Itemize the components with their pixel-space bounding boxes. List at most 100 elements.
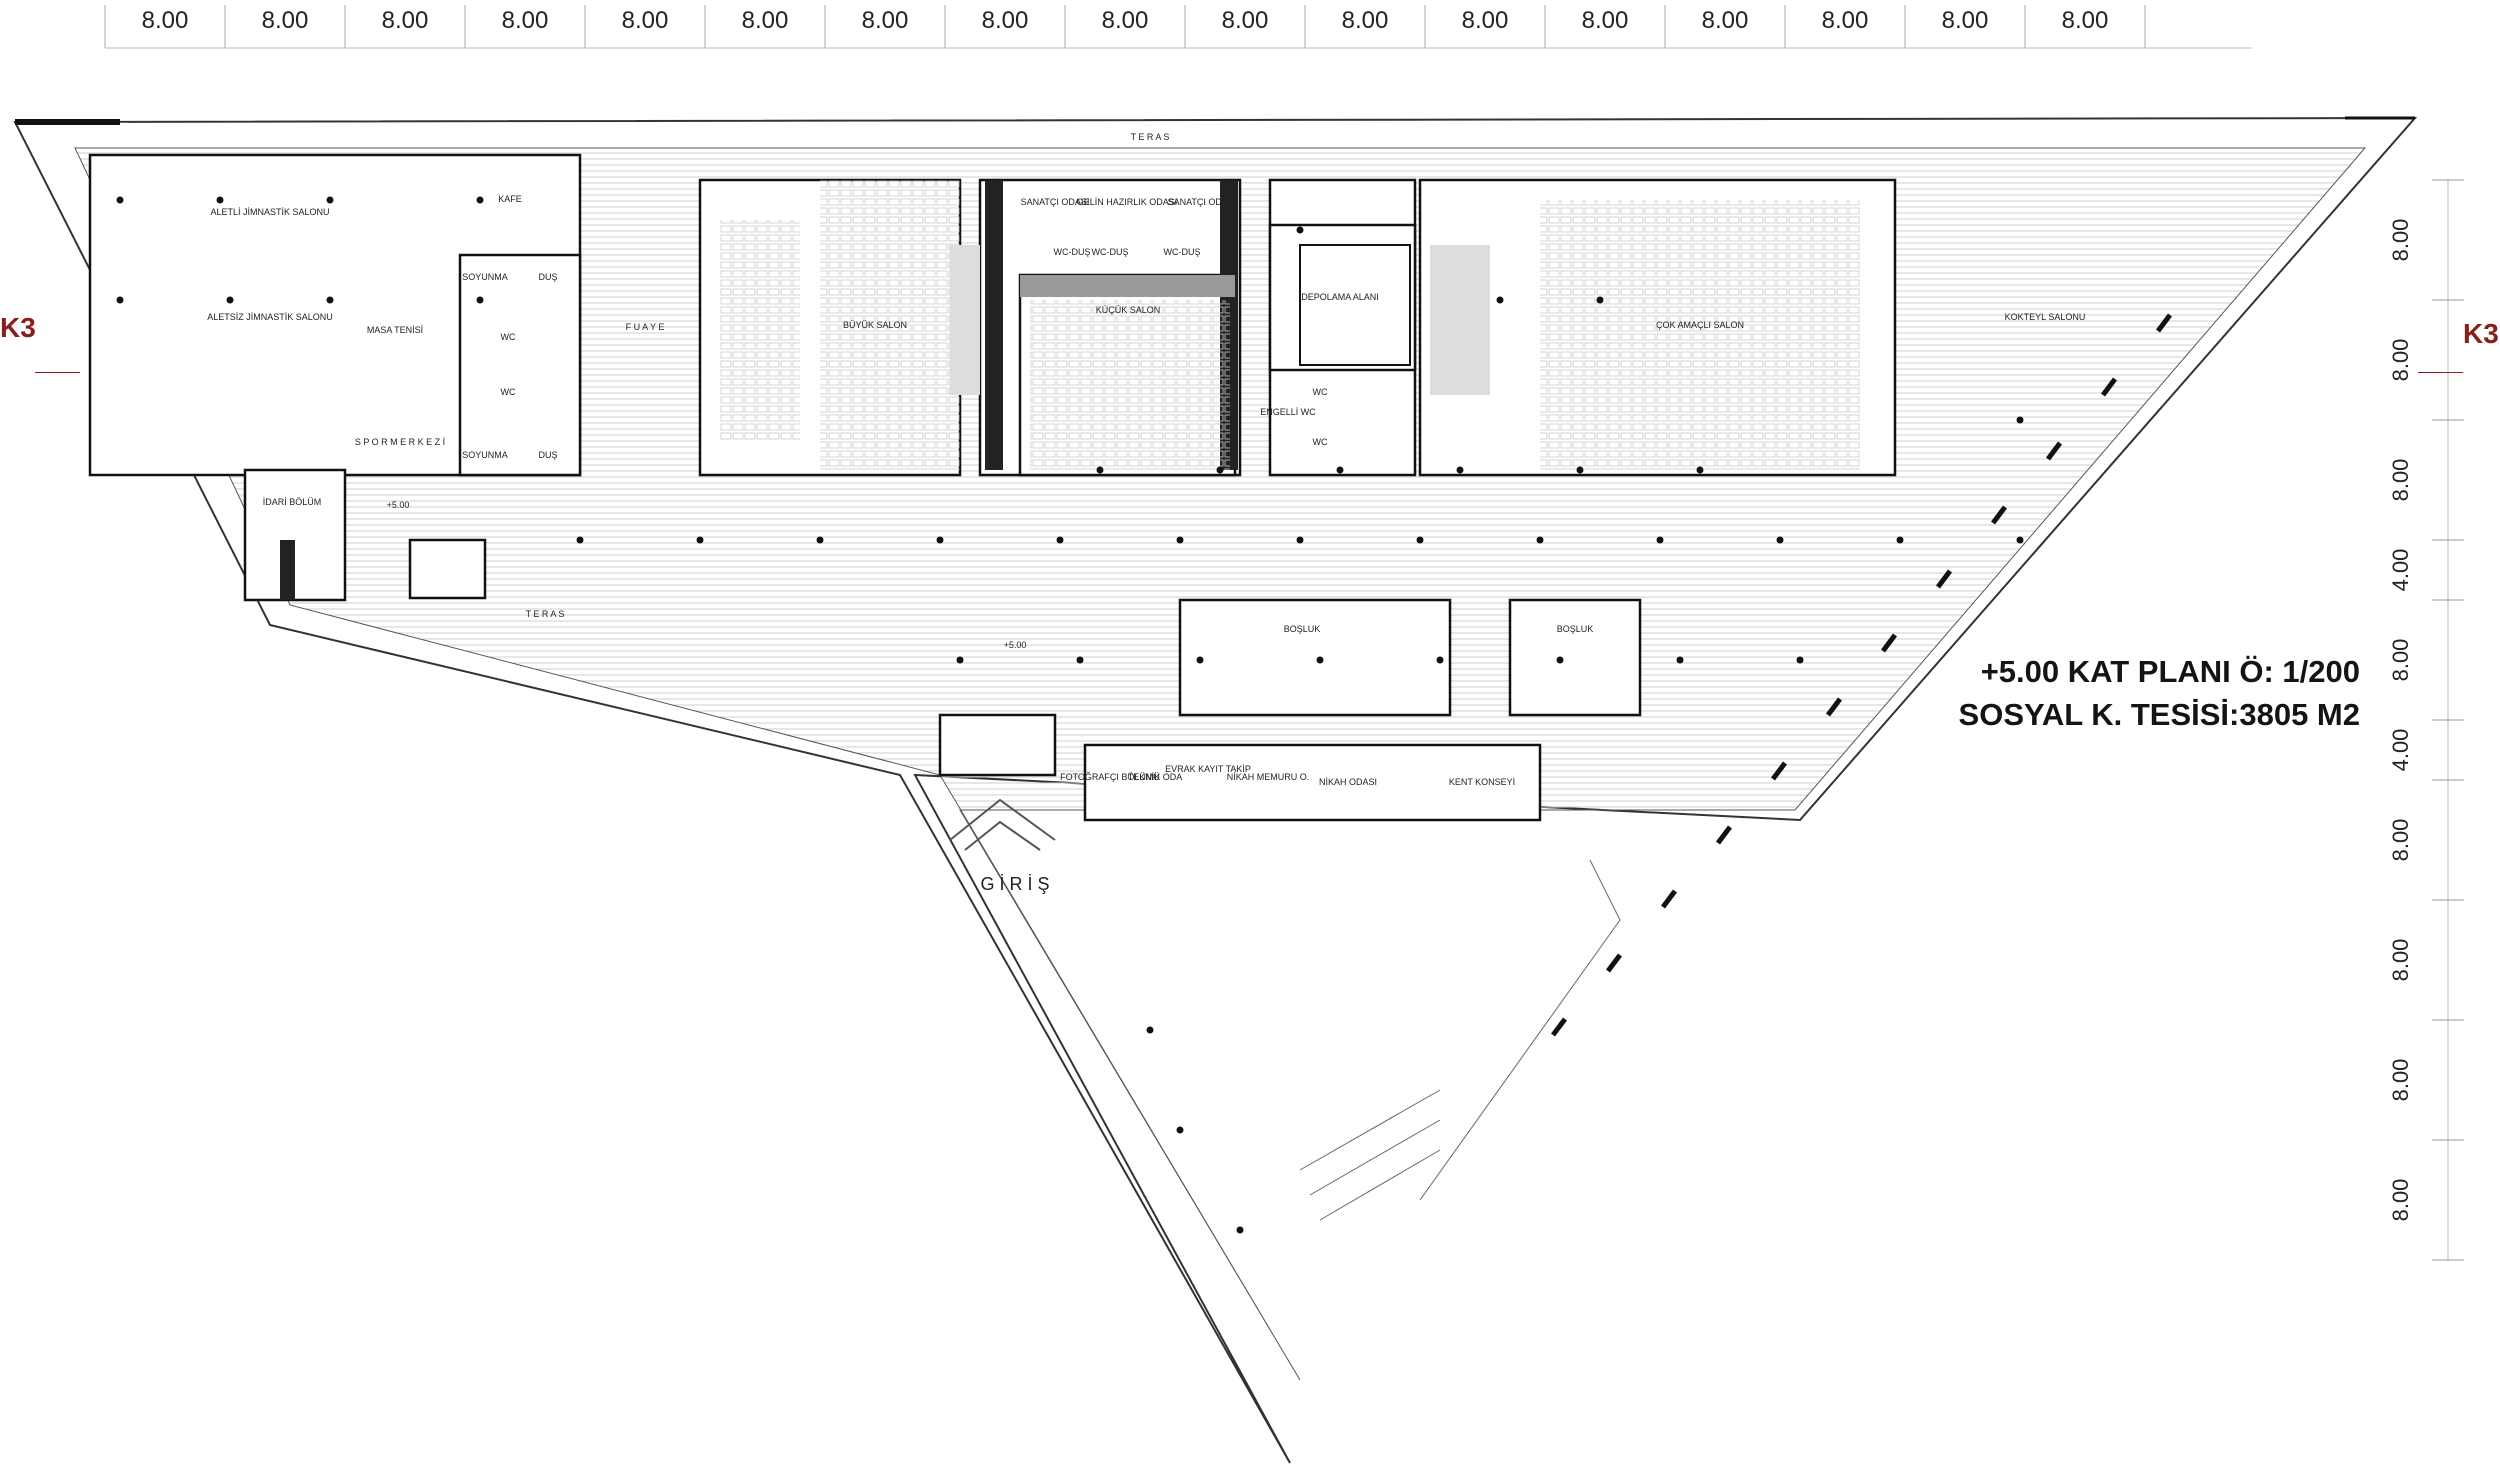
section-marker-left: K3: [0, 312, 36, 343]
column-dot: [1216, 466, 1224, 474]
label-wcdus1: WC-DUŞ: [1054, 247, 1091, 257]
label-foto: FOTOĞRAFÇI BÖLÜMÜ: [1060, 772, 1160, 782]
label-depolama: DEPOLAMA ALANI: [1301, 292, 1379, 302]
structural-columns: [116, 196, 2024, 1234]
section-line-right: [2418, 372, 2463, 373]
label-bosluk2: BOŞLUK: [1557, 624, 1594, 634]
column-dot: [1096, 466, 1104, 474]
column-dot: [1296, 536, 1304, 544]
label-dus1: DUŞ: [538, 272, 557, 282]
label-nikah: NİKAH ODASI: [1319, 777, 1377, 787]
section-marker-right: K3: [2463, 318, 2499, 349]
right-grid-dimension: 8.00: [2388, 339, 2413, 382]
column-dot: [1416, 536, 1424, 544]
top-grid-dimension: 8.00: [1102, 7, 1149, 34]
label-sanatci1: SANATÇI ODASI: [1021, 197, 1090, 207]
column-dot: [2016, 536, 2024, 544]
column-dot: [1776, 536, 1784, 544]
column-dot: [476, 296, 484, 304]
top-grid-dimension: 8.00: [1342, 7, 1389, 34]
column-dot: [1556, 656, 1564, 664]
plan-title: +5.00 KAT PLANI Ö: 1/200: [1980, 654, 2360, 689]
top-grid-dimension: 8.00: [982, 7, 1029, 34]
label-gelin: GELİN HAZIRLIK ODASI: [1077, 197, 1178, 207]
right-dimension-line: [2432, 179, 2464, 1261]
label-wc4: WC: [1313, 437, 1328, 447]
label-wcdus2: WC-DUŞ: [1092, 247, 1129, 257]
room-labels: ALETLİ JİMNASTİK SALONU ALETSİZ JİMNASTİ…: [207, 132, 2085, 894]
column-dot: [1796, 656, 1804, 664]
label-kafe: KAFE: [498, 194, 522, 204]
label-cok: ÇOK AMAÇLI SALON: [1656, 320, 1744, 330]
facade-mark: [1936, 569, 1952, 589]
label-buyuk: BÜYÜK SALON: [843, 320, 907, 330]
plan-subtitle: SOSYAL K. TESİSİ:3805 M2: [1958, 697, 2360, 732]
label-kent: KENT KONSEYİ: [1449, 777, 1515, 787]
label-engelli: ENGELLİ WC: [1260, 407, 1316, 417]
label-wc1: WC: [501, 332, 516, 342]
column-dot: [1696, 466, 1704, 474]
label-spor: S P O R M E R K E Z İ: [355, 437, 445, 447]
label-teras2: T E R A S: [526, 609, 565, 619]
column-dot: [1196, 656, 1204, 664]
label-teknik: TEKNİK ODA: [1128, 772, 1183, 782]
right-grid-dimension: 8.00: [2388, 639, 2413, 682]
facade-mark: [2046, 441, 2062, 461]
column-dot: [1176, 536, 1184, 544]
column-dot: [1496, 296, 1504, 304]
facade-mark: [2156, 313, 2172, 333]
column-dot: [1176, 1126, 1184, 1134]
label-soyunma2: SOYUNMA: [462, 450, 508, 460]
right-grid-dimension: 8.00: [2388, 939, 2413, 982]
column-dot: [226, 296, 234, 304]
facade-mark: [1771, 761, 1787, 781]
top-grid-dimension: 8.00: [262, 7, 309, 34]
column-dot: [216, 196, 224, 204]
label-nikahmem: NİKAH MEMURU O.: [1227, 772, 1310, 782]
column-dot: [116, 296, 124, 304]
section-line-left: [35, 372, 80, 373]
column-dot: [1056, 536, 1064, 544]
label-level-a: +5.00: [387, 500, 410, 510]
top-grid-dimension: 8.00: [502, 7, 549, 34]
top-grid-dimension: 8.00: [382, 7, 429, 34]
column-dot: [1236, 1226, 1244, 1234]
facade-mark: [1991, 505, 2007, 525]
column-dot: [696, 536, 704, 544]
label-dus2: DUŞ: [538, 450, 557, 460]
facade-mark: [2101, 377, 2117, 397]
right-grid-dimension: 8.00: [2388, 819, 2413, 862]
column-dot: [1076, 656, 1084, 664]
right-grid-dimension: 8.00: [2388, 1059, 2413, 1102]
label-giris: G İ R İ Ş: [980, 874, 1049, 894]
facade-mark: [1826, 697, 1842, 717]
label-aletli: ALETLİ JİMNASTİK SALONU: [210, 207, 329, 217]
facade-mark: [1606, 953, 1622, 973]
top-grid-dimension: 8.00: [742, 7, 789, 34]
column-dot: [1576, 466, 1584, 474]
column-dot: [1336, 466, 1344, 474]
label-idari: İDARİ BÖLÜM: [263, 497, 322, 507]
column-dot: [576, 536, 584, 544]
label-soyunma1: SOYUNMA: [462, 272, 508, 282]
top-grid-dimension: 8.00: [2062, 7, 2109, 34]
column-dot: [476, 196, 484, 204]
column-dot: [1676, 656, 1684, 664]
top-grid-dimension: 8.00: [142, 7, 189, 34]
column-dot: [816, 536, 824, 544]
column-dot: [2016, 416, 2024, 424]
column-dot: [956, 656, 964, 664]
top-grid-dimension: 8.00: [1582, 7, 1629, 34]
column-dot: [1596, 296, 1604, 304]
label-kokteyl: KOKTEYL SALONU: [2005, 312, 2086, 322]
label-teras1: T E R A S: [1131, 132, 1170, 142]
right-grid-dimension: 4.00: [2388, 729, 2413, 772]
column-dot: [116, 196, 124, 204]
label-wcdus3: WC-DUŞ: [1164, 247, 1201, 257]
column-dot: [1296, 226, 1304, 234]
ramp: [1299, 859, 1621, 1221]
column-dot: [1456, 466, 1464, 474]
seating-areas: [720, 180, 1860, 470]
label-masa: MASA TENİSİ: [367, 325, 423, 335]
